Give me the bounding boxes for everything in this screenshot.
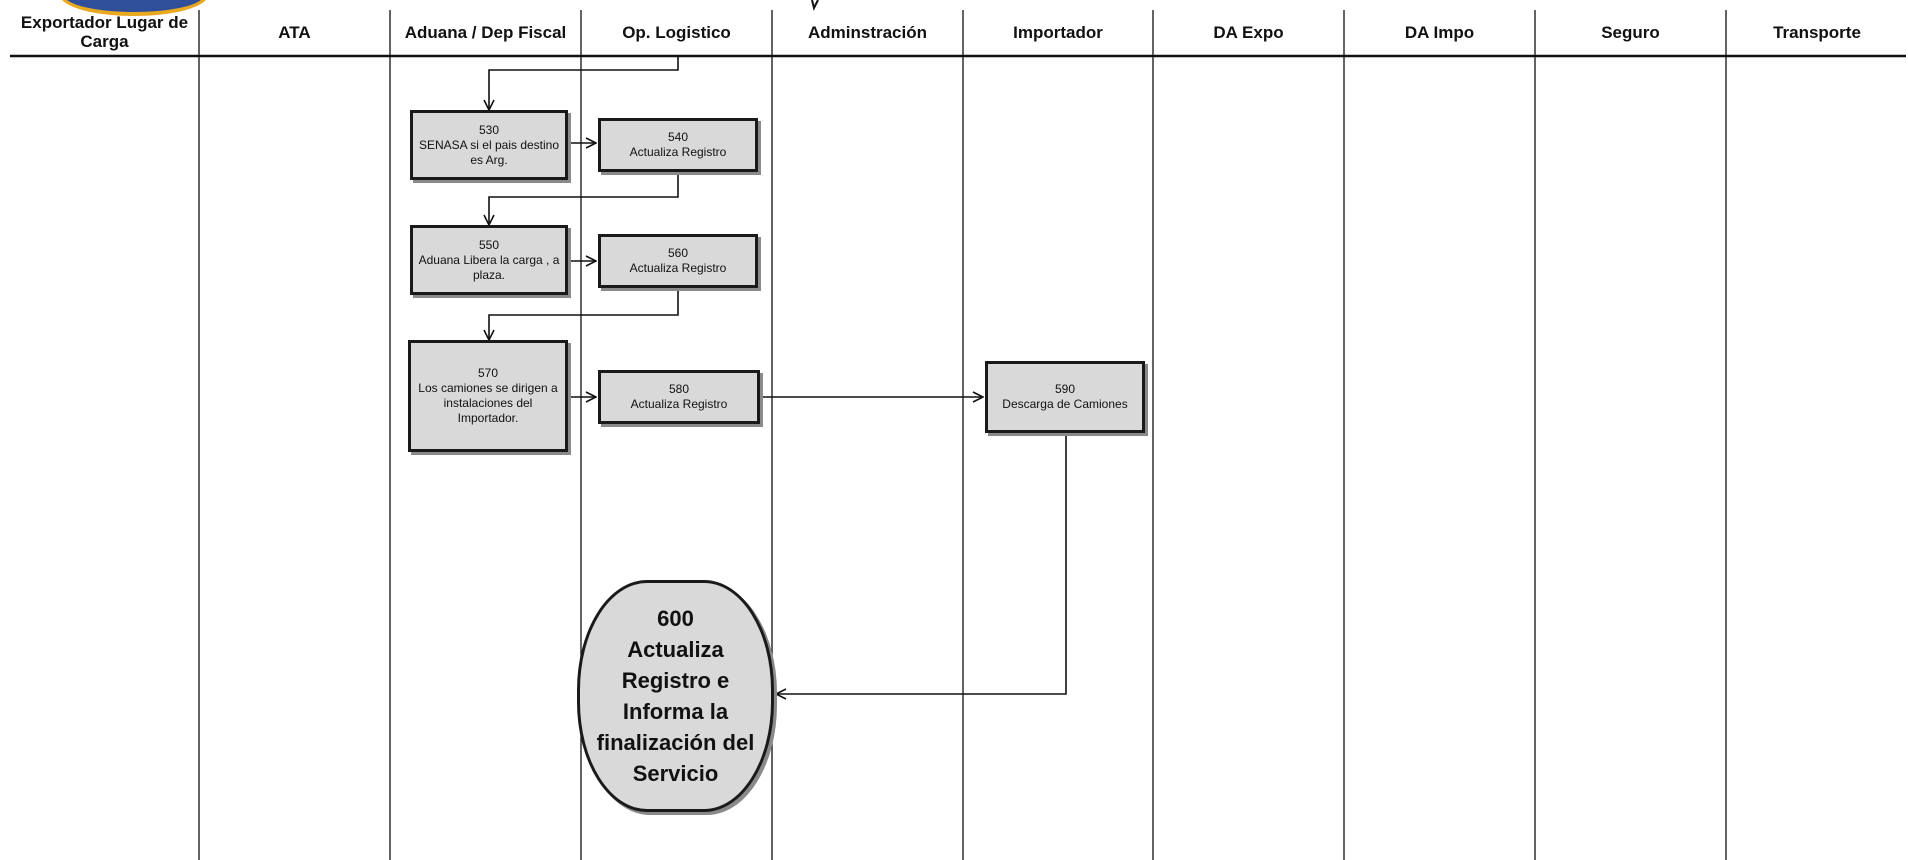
step-540-box: 540 Actualiza Registro	[598, 118, 758, 172]
step-text: Descarga de Camiones	[1002, 397, 1128, 411]
connectors	[489, 56, 1067, 694]
lane-header-adminstracion: Adminstración	[807, 22, 928, 42]
step-number: 590	[1054, 382, 1076, 396]
lane-header-da-expo: DA Expo	[1213, 22, 1284, 42]
step-text: SENASA si el pais destino es Arg.	[418, 137, 560, 167]
step-number: 550	[478, 237, 500, 252]
step-number: 530	[478, 122, 500, 137]
step-text: Actualiza Registro	[630, 397, 728, 411]
connector-540-550	[489, 174, 679, 225]
connector-590-600	[776, 432, 1067, 694]
lane-header-da-impo: DA Impo	[1404, 22, 1475, 42]
connector-incoming	[489, 56, 679, 110]
step-530-box: 530 SENASA si el pais destino es Arg.	[410, 110, 568, 180]
step-570-box: 570 Los camiones se dirigen a instalacio…	[408, 340, 568, 452]
lane-header-aduana: Aduana / Dep Fiscal	[404, 22, 567, 42]
step-text: Aduana Libera la carga , a plaza.	[418, 252, 560, 282]
step-text: Actualiza Registro	[629, 261, 727, 275]
step-590-box: 590 Descarga de Camiones	[985, 361, 1145, 433]
lane-header-seguro: Seguro	[1601, 22, 1660, 42]
lane-separators	[198, 10, 1727, 860]
step-number: 560	[667, 246, 689, 260]
step-text: Actualiza Registro	[629, 145, 727, 159]
step-600-terminal: 600 Actualiza Registro e Informa la fina…	[577, 580, 774, 812]
step-text: Los camiones se dirigen a instalaciones …	[418, 381, 558, 425]
step-580-box: 580 Actualiza Registro	[598, 370, 760, 424]
lane-header-exportador: Exportador Lugar de Carga	[20, 13, 189, 51]
step-550-box: 550 Aduana Libera la carga , a plaza.	[410, 225, 568, 295]
step-number: 600	[657, 606, 694, 631]
step-number: 570	[477, 366, 499, 380]
step-number: 580	[668, 382, 690, 396]
title-fragment	[811, 0, 819, 11]
lane-header-ata: ATA	[278, 22, 311, 42]
step-560-box: 560 Actualiza Registro	[598, 234, 758, 288]
step-text: Actualiza Registro e Informa la finaliza…	[596, 637, 755, 786]
lane-header-transporte: Transporte	[1773, 22, 1861, 42]
lane-header-importador: Importador	[1013, 22, 1103, 42]
lane-header-op-logistico: Op. Logistico	[622, 22, 731, 42]
step-number: 540	[667, 130, 689, 144]
connector-560-570	[489, 288, 679, 340]
